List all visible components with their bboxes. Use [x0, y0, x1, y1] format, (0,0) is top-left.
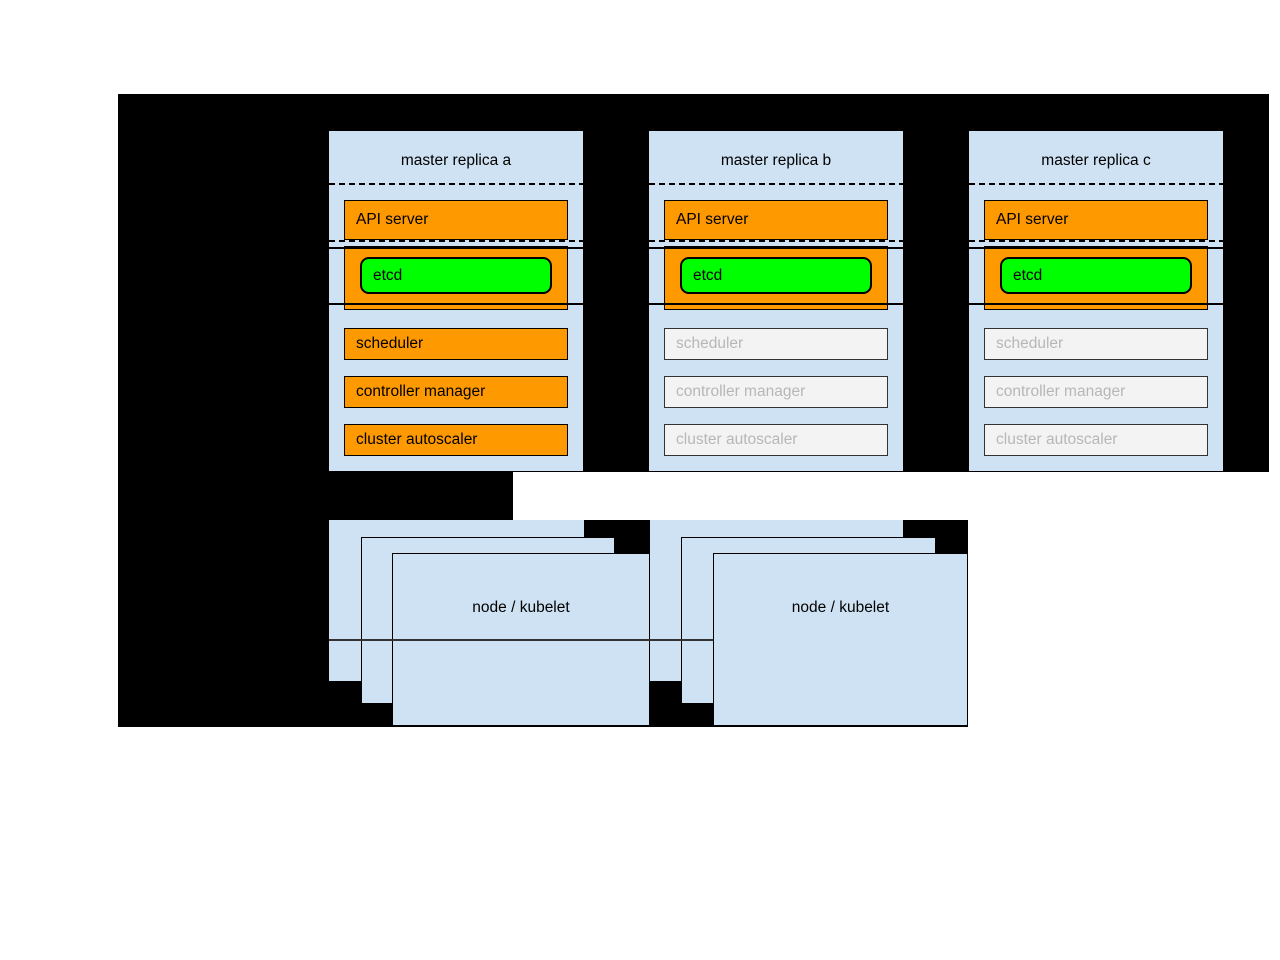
dashed-line-title — [329, 183, 583, 185]
controller-manager-box: controller manager — [344, 376, 568, 408]
dashed-line-api — [969, 240, 1223, 242]
scheduler-box: scheduler — [344, 328, 568, 360]
node-divider-line — [329, 639, 713, 641]
cluster-autoscaler-box: cluster autoscaler — [984, 424, 1208, 456]
cluster-autoscaler-box: cluster autoscaler — [664, 424, 888, 456]
api-server-box: API server — [984, 200, 1208, 240]
scheduler-box: scheduler — [984, 328, 1208, 360]
node-label: node / kubelet — [791, 599, 890, 616]
api-server-box: API server — [344, 200, 568, 240]
node-label: node / kubelet — [472, 599, 570, 616]
api-server-box: API server — [664, 200, 888, 240]
solid-line-etcd-top — [329, 247, 583, 249]
solid-line-etcd-bottom — [969, 303, 1223, 305]
dashed-line-title — [649, 183, 903, 185]
master-title: master replica b — [720, 152, 832, 169]
cluster-autoscaler-box: cluster autoscaler — [344, 424, 568, 456]
node-box-front: node / kubelet — [713, 553, 968, 726]
controller-manager-box: controller manager — [664, 376, 888, 408]
etcd-box: etcd — [360, 257, 552, 294]
solid-line-etcd-bottom — [649, 303, 903, 305]
master-replica-b-panel: master replica b API server etcd schedul… — [648, 130, 904, 472]
solid-line-etcd-top — [649, 247, 903, 249]
dashed-line-api — [649, 240, 903, 242]
master-title: master replica a — [400, 152, 512, 169]
master-title: master replica c — [1041, 152, 1151, 169]
solid-line-etcd-bottom — [329, 303, 583, 305]
controller-manager-box: controller manager — [984, 376, 1208, 408]
scheduler-box: scheduler — [664, 328, 888, 360]
dashed-line-title — [969, 183, 1223, 185]
solid-line-etcd-top — [969, 247, 1223, 249]
etcd-box: etcd — [680, 257, 872, 294]
etcd-box: etcd — [1000, 257, 1192, 294]
master-replica-c-panel: master replica c API server etcd schedul… — [968, 130, 1224, 472]
master-replica-a-panel: master replica a API server etcd schedul… — [328, 130, 584, 472]
dashed-line-api — [329, 240, 583, 242]
backdrop-left-strip — [118, 472, 513, 520]
